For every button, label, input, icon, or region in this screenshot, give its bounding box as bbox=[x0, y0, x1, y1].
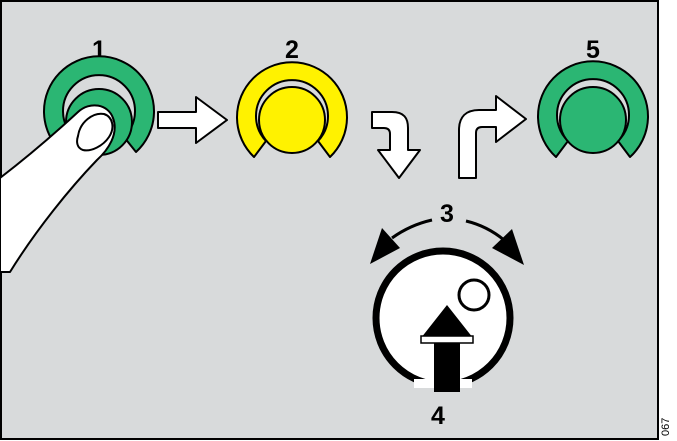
push-arrow-icon bbox=[420, 305, 474, 392]
up-turn-arrow-icon bbox=[458, 95, 527, 179]
finger-icon bbox=[0, 104, 116, 273]
yellow-button-icon bbox=[236, 61, 348, 158]
green-button-icon-step5 bbox=[537, 60, 649, 158]
down-turn-arrow-icon bbox=[371, 111, 421, 179]
right-arrow-icon bbox=[157, 96, 228, 144]
step-3-label: 3 bbox=[440, 200, 454, 228]
rotate-arrow-icon-left bbox=[370, 218, 433, 264]
document-code: 067 bbox=[660, 418, 672, 436]
step-5-label: 5 bbox=[586, 36, 600, 64]
step-4-label: 4 bbox=[431, 402, 445, 430]
step-2-label: 2 bbox=[285, 36, 299, 64]
rotate-arrow-icon-right bbox=[465, 219, 524, 265]
